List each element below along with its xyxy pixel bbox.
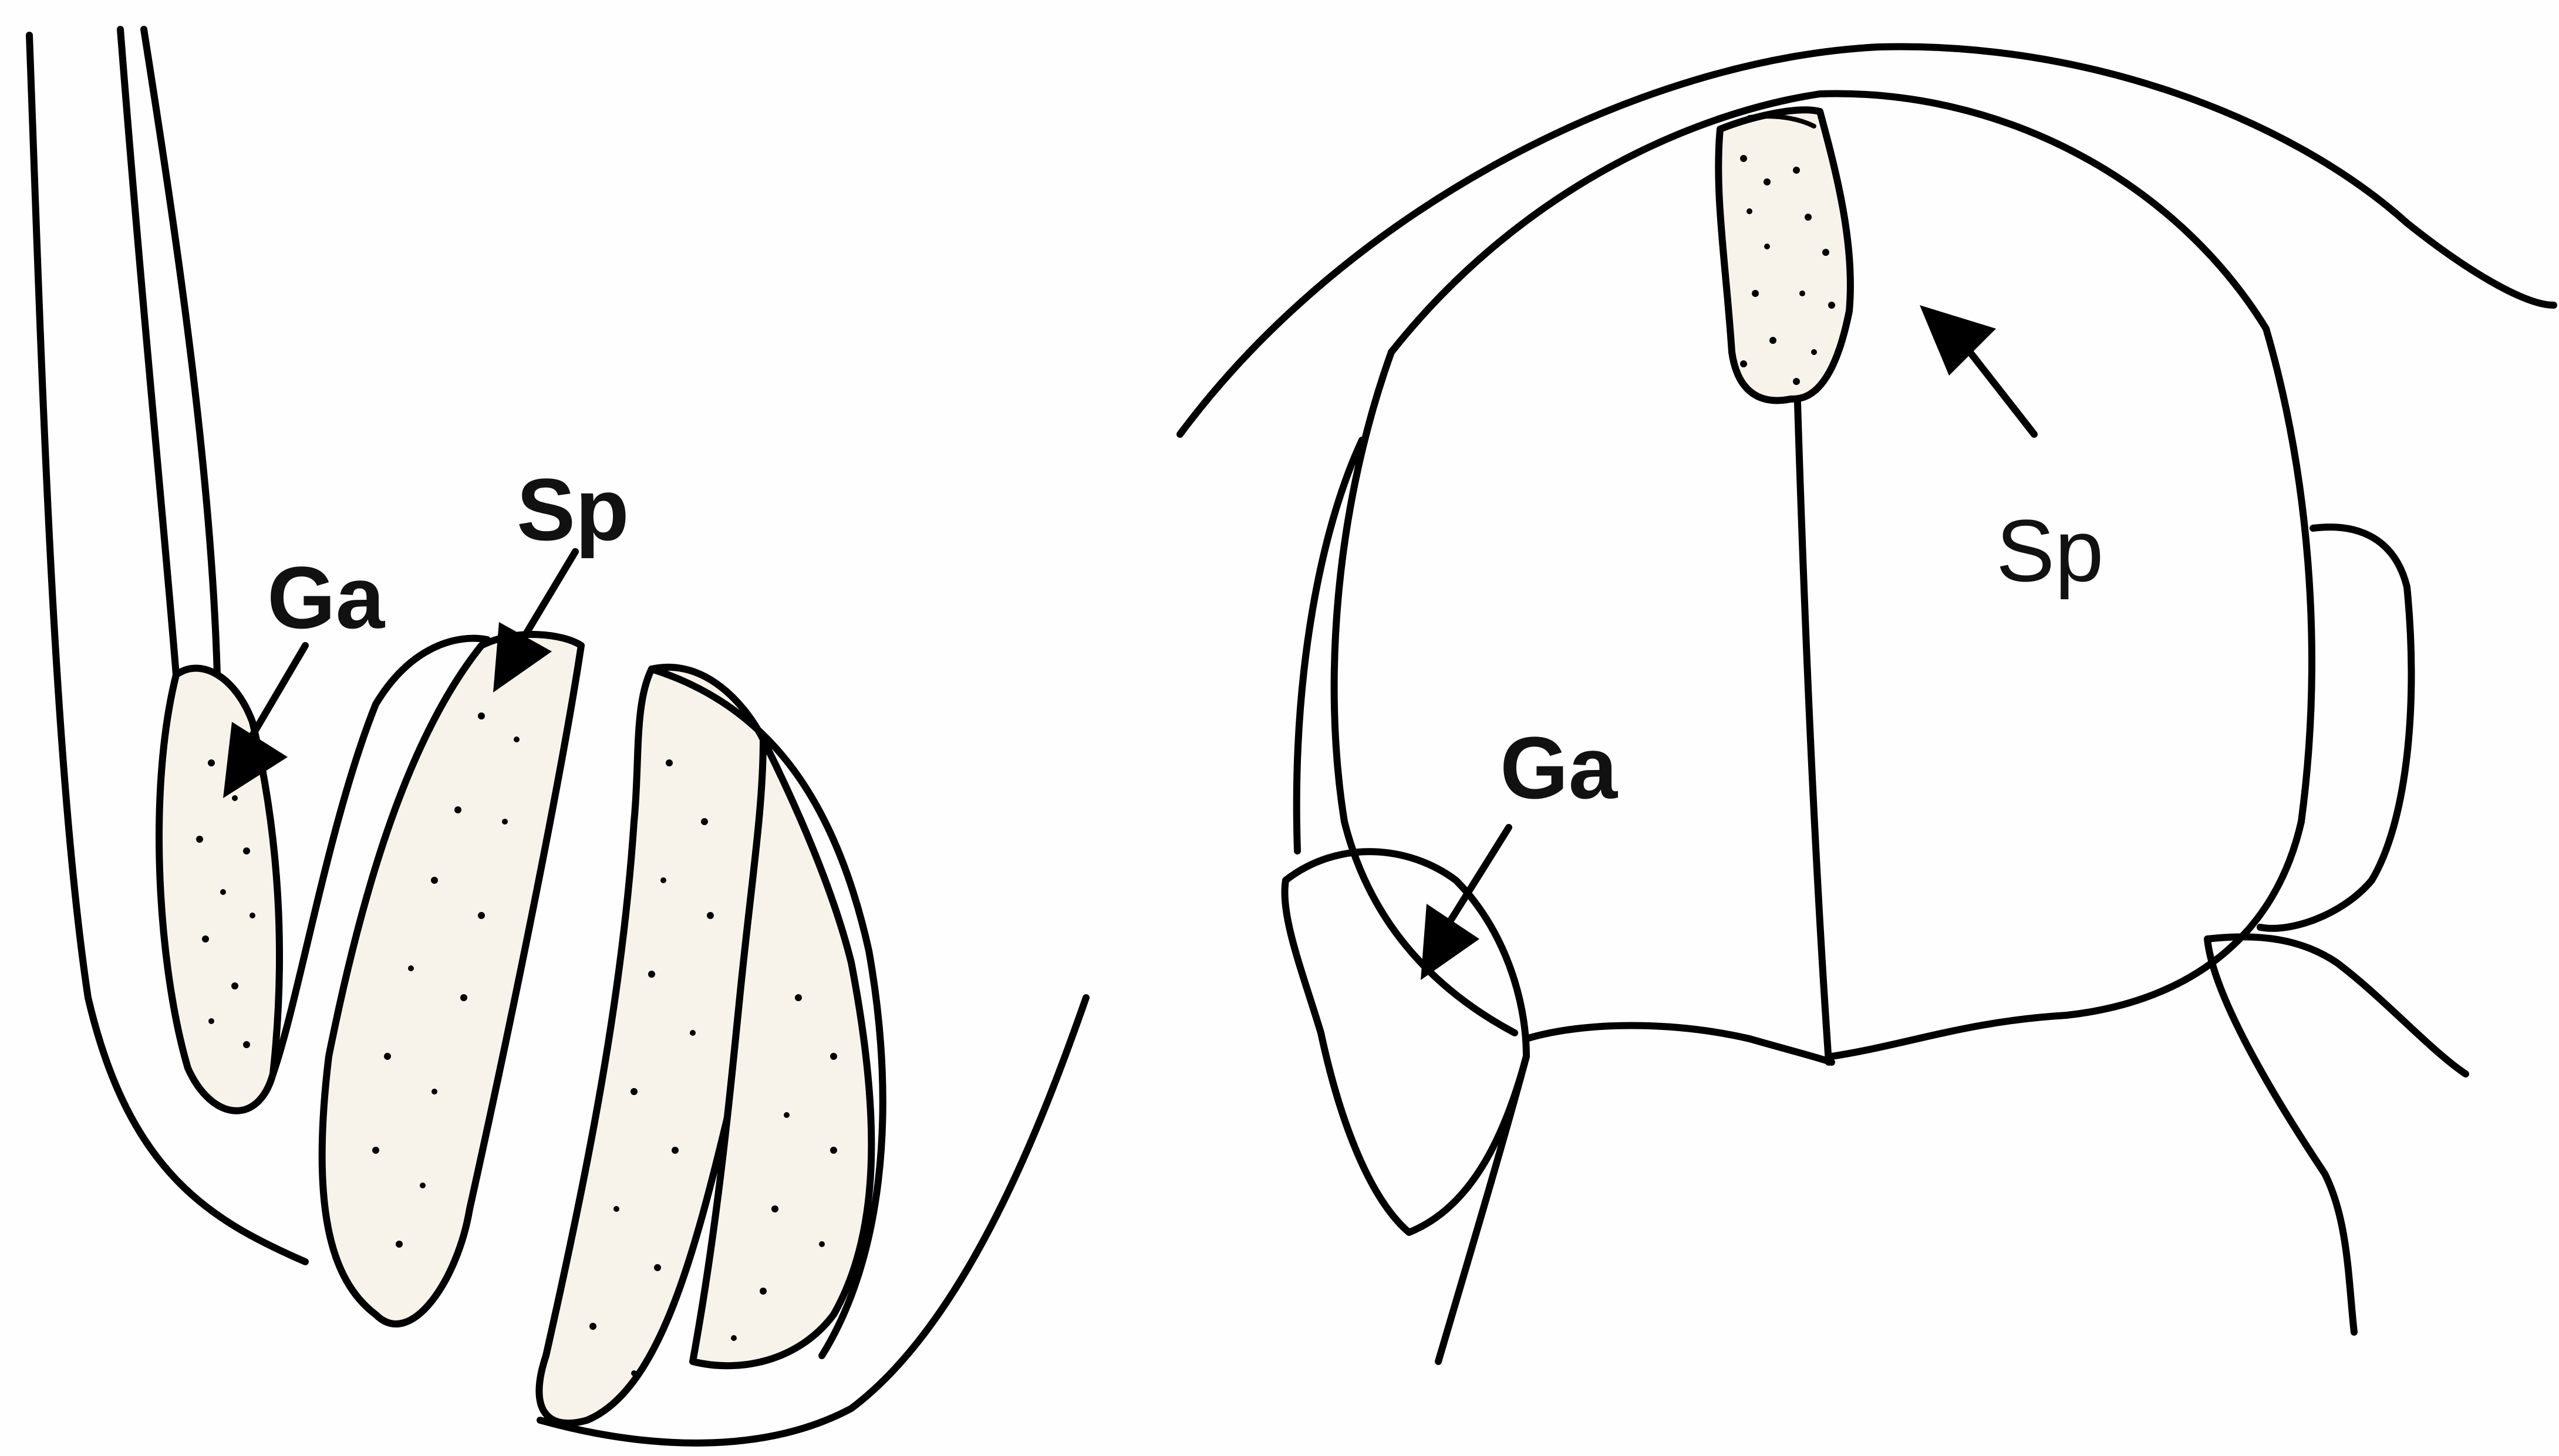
left-arrow-sp-shaft (522, 552, 575, 640)
left-stalk-outer (120, 29, 176, 675)
right-head-capsule (1391, 94, 2312, 1056)
right-label-ga: Ga (1500, 718, 1619, 817)
left-label-sp: Sp (517, 460, 629, 559)
left-stalk-inner (144, 29, 217, 675)
right-right-leg-lower (2207, 939, 2354, 1332)
right-arrow-sp-shaft (1961, 340, 2034, 434)
left-panel: Ga Sp (29, 29, 1086, 1443)
left-galea-lobe (159, 668, 279, 1111)
right-panel: Sp Ga (1180, 46, 2554, 1362)
right-capsule-left (1334, 352, 1515, 1033)
right-right-leg-upper (2207, 937, 2466, 1074)
left-arrow-ga-shaft (247, 646, 305, 745)
left-label-ga: Ga (267, 548, 386, 647)
right-label-sp: Sp (1996, 501, 2103, 600)
right-arrow-sp-head (1920, 305, 1996, 376)
right-capsule-base (1526, 1026, 1832, 1063)
right-sp-stippled-area (1718, 110, 1850, 400)
